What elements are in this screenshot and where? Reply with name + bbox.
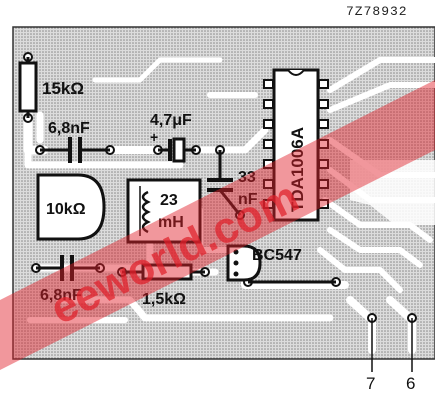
drawing-code: 7Z78932 — [346, 4, 408, 19]
label-inductor-unit: mH — [158, 214, 184, 231]
transistor-bc547 — [226, 244, 336, 284]
resistor-15k — [18, 57, 38, 118]
ic-tda1006a — [263, 68, 329, 222]
label-c-33n-unit: nF — [238, 191, 258, 208]
label-ic: TDA1006A — [288, 127, 307, 212]
label-c-6n8-top: 6,8nF — [48, 120, 90, 137]
label-polarity-plus: + — [150, 129, 158, 145]
capacitor-33n — [207, 150, 242, 216]
capacitor-6n8-bottom — [36, 255, 100, 281]
pin-7-label: 7 — [366, 374, 376, 393]
label-r-1k5: 1,5kΩ — [142, 291, 186, 308]
potentiometer-10k — [36, 173, 106, 241]
pin-6-label: 6 — [406, 374, 416, 393]
label-c-4u7: 4,7μF — [150, 112, 192, 129]
label-c-33n: 33 — [238, 169, 256, 186]
label-transistor: BC547 — [252, 247, 302, 264]
capacitor-6n8-top — [40, 137, 110, 163]
label-r-15k: 15kΩ — [42, 79, 84, 98]
label-inductor-value: 23 — [160, 192, 178, 209]
inductor-23mh — [126, 178, 202, 244]
label-c-6n8-bottom: 6,8nF — [40, 287, 82, 304]
capacitor-4u7 — [158, 137, 196, 163]
label-pot-10k: 10kΩ — [46, 201, 86, 218]
resistor-1k5 — [122, 263, 205, 281]
copper-pad-region — [350, 160, 435, 225]
